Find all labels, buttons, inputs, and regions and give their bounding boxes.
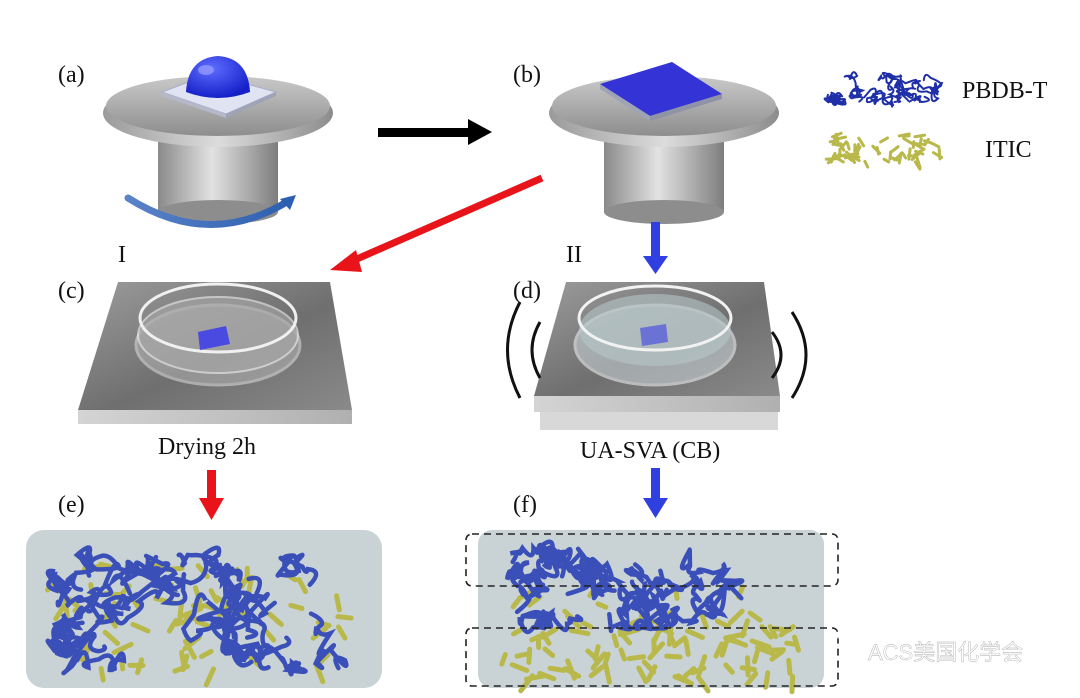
wechat-icon [824, 635, 865, 668]
panel-label-c: (c) [58, 278, 85, 304]
drying-plate-c [78, 282, 352, 424]
arrow-route-1 [330, 174, 544, 272]
ultrasonic-plate-d [506, 282, 808, 430]
polymer-chains-f [504, 539, 745, 635]
arrow-route-2 [643, 222, 668, 274]
legend-label-pbdb-t: PBDB-T [962, 78, 1048, 104]
step-label-drying: Drying 2h [158, 434, 256, 460]
bottom-layer-box [465, 627, 839, 687]
watermark: ACS美国化学会 [824, 635, 1023, 668]
route-label-2: II [566, 242, 582, 268]
top-layer-box [465, 533, 839, 587]
panel-label-a: (a) [58, 62, 85, 88]
arrow-a-to-b [378, 119, 492, 145]
legend-swatch-pbdb-t [823, 71, 944, 108]
film-e [26, 530, 382, 688]
spin-coater-b [549, 62, 779, 224]
watermark-text: ACS美国化学会 [868, 640, 1023, 665]
arrow-c-to-e [199, 470, 224, 520]
film-f [465, 530, 839, 695]
legend-swatch-itic [824, 131, 944, 171]
route-label-1: I [118, 242, 126, 268]
step-label-ua-sva: UA-SVA (CB) [580, 438, 720, 464]
panel-label-d: (d) [513, 278, 541, 304]
spin-coater-a [103, 56, 333, 228]
legend: PBDB-T ITIC [823, 71, 1048, 171]
panel-label-f: (f) [513, 492, 537, 518]
arrow-d-to-f [643, 468, 668, 518]
polymer-chains-e [45, 545, 349, 677]
panel-label-e: (e) [58, 492, 85, 518]
legend-label-itic: ITIC [985, 137, 1032, 163]
panel-label-b: (b) [513, 62, 541, 88]
